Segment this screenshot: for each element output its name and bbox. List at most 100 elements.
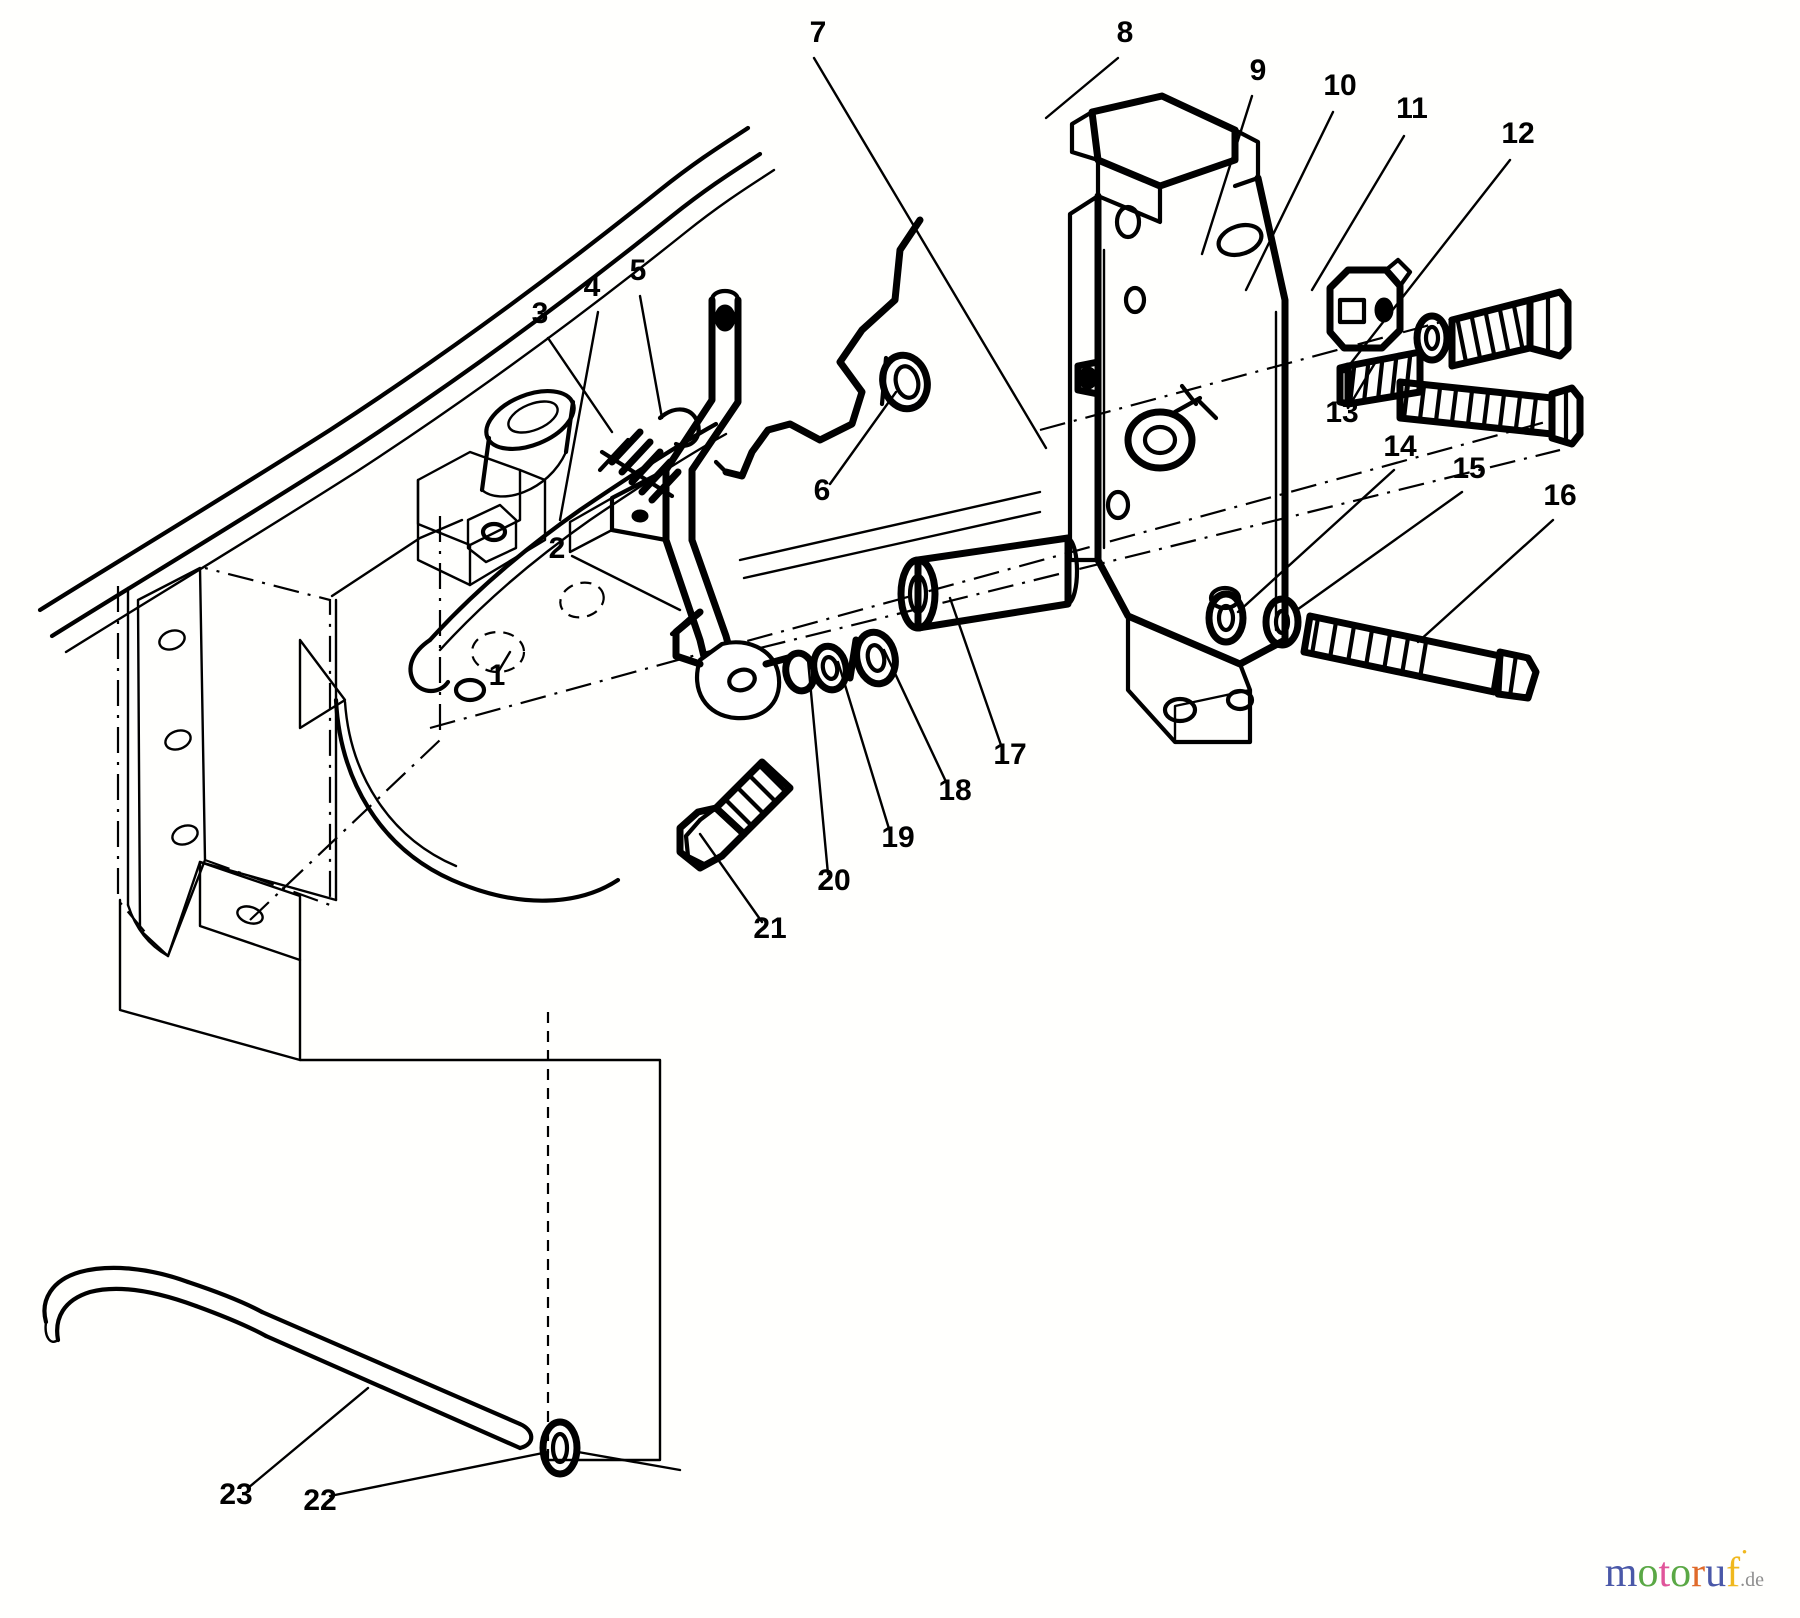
spring-13-endcap bbox=[1336, 362, 1352, 408]
tube-17-body bbox=[914, 534, 1072, 632]
deck-pivot-hole bbox=[453, 677, 487, 703]
bracket-boss-spoke-3 bbox=[1179, 383, 1199, 407]
bushing-19-bore bbox=[820, 655, 840, 681]
handle-shaft-bottom bbox=[263, 1333, 523, 1451]
bolt-21-threads bbox=[723, 763, 789, 829]
bushing-18-bore bbox=[865, 643, 887, 673]
deck-mount-plate bbox=[136, 566, 207, 958]
washer-10-bore bbox=[1423, 324, 1441, 352]
pin-20-head bbox=[782, 649, 818, 695]
bolt-16-head bbox=[1494, 648, 1540, 702]
leader-4 bbox=[558, 310, 600, 522]
logo-letter-t: t bbox=[1658, 1550, 1671, 1596]
centerline-housing bbox=[249, 739, 441, 921]
housing-boss-base bbox=[480, 450, 568, 498]
tube-17-end-right bbox=[1065, 535, 1079, 607]
lever-arm-upper-right bbox=[688, 296, 742, 544]
motoruf-watermark-logo: motoruf•.de bbox=[1604, 1546, 1764, 1596]
deck-left-wall bbox=[116, 586, 151, 939]
lever-pivot-bore bbox=[727, 667, 757, 693]
bracket-plate-left-edge bbox=[1067, 193, 1101, 563]
bracket-hole-e bbox=[1162, 696, 1198, 724]
lever-flange bbox=[609, 467, 669, 543]
leader-11 bbox=[1310, 134, 1406, 292]
bushing-18 bbox=[846, 628, 899, 688]
leader-3 bbox=[546, 336, 614, 434]
deck-hole-2 bbox=[164, 729, 192, 751]
logo-letter-f-glyph: f bbox=[1726, 1550, 1741, 1596]
lock-washer-15 bbox=[1262, 595, 1302, 649]
mower-deck-assembly bbox=[37, 125, 776, 1062]
lever-pivot-hub bbox=[694, 640, 782, 721]
lever-flange-face bbox=[568, 496, 614, 554]
handle-bend-upper bbox=[185, 1279, 265, 1315]
callout-5: 5 bbox=[630, 254, 647, 287]
washer-15-bore bbox=[1273, 608, 1291, 636]
logo-tld: .de bbox=[1740, 1569, 1764, 1591]
callout-10: 10 bbox=[1323, 69, 1356, 102]
callout-13: 13 bbox=[1325, 396, 1358, 429]
hex-bolt-16 bbox=[1300, 612, 1540, 702]
handle-shaft-top bbox=[259, 1309, 523, 1427]
bushing-18-outer bbox=[853, 628, 899, 688]
callout-8: 8 bbox=[1117, 16, 1134, 49]
logo-letter-r: r bbox=[1691, 1550, 1706, 1596]
compression-spring-13 bbox=[1336, 348, 1424, 408]
callout-7: 7 bbox=[810, 16, 827, 49]
deck-shroud bbox=[333, 697, 621, 903]
callout-20: 20 bbox=[817, 864, 850, 897]
washer-22-axis bbox=[576, 1450, 682, 1472]
logo-letter-m: m bbox=[1604, 1550, 1638, 1596]
leader-8 bbox=[1044, 56, 1120, 120]
control-rod bbox=[427, 421, 719, 643]
callout-15: 15 bbox=[1452, 452, 1485, 485]
leader-21 bbox=[698, 832, 764, 924]
callout-11: 11 bbox=[1396, 92, 1428, 125]
hex-bolt-21 bbox=[676, 758, 794, 872]
washer-15-outer bbox=[1262, 595, 1302, 649]
leader-22 bbox=[328, 1450, 550, 1498]
deck-shroud-lip bbox=[198, 860, 338, 902]
bracket-top-flange bbox=[1088, 92, 1239, 190]
bracket-boss-spoke-2 bbox=[1195, 397, 1219, 421]
spring-13-coils bbox=[1347, 354, 1413, 407]
lever-tab-edge bbox=[669, 615, 693, 637]
control-rod-and-spring bbox=[408, 407, 728, 694]
clip-hole bbox=[1374, 297, 1394, 323]
callout-leader-lines bbox=[246, 56, 1555, 1498]
tube-17-end-left bbox=[897, 556, 939, 632]
logo-letter-o2: o bbox=[1670, 1550, 1692, 1596]
pin-20-body bbox=[762, 654, 792, 668]
logo-letter-u: u bbox=[1705, 1550, 1727, 1596]
torsion-rod-wire bbox=[713, 216, 924, 480]
bracket-left-tab-hole bbox=[1078, 366, 1098, 390]
bushing-side bbox=[879, 355, 889, 407]
pivot-bushing-phantom-2 bbox=[559, 581, 605, 619]
lever-link-arm bbox=[738, 490, 1042, 562]
leader-5 bbox=[638, 294, 664, 420]
screw-11 bbox=[1448, 288, 1572, 370]
leader-13 bbox=[1346, 356, 1380, 410]
callout-16: 16 bbox=[1543, 479, 1576, 512]
leader-15 bbox=[1292, 490, 1464, 614]
bushing-bore bbox=[893, 364, 921, 400]
handle-reference-box bbox=[298, 1058, 662, 1462]
tube-17-bore-left bbox=[907, 573, 929, 615]
callout-23: 23 bbox=[219, 1478, 252, 1511]
bolt-16-shank bbox=[1300, 612, 1504, 696]
bolt-21-head-face bbox=[683, 817, 707, 867]
bracket-main-plate bbox=[1094, 174, 1289, 668]
housing-boss-bore bbox=[507, 400, 559, 434]
bolt-21-head-edge2 bbox=[719, 831, 747, 859]
deck-left-flange bbox=[126, 903, 170, 958]
lock-washer-10 bbox=[1413, 312, 1451, 364]
housing-boss-wall-r bbox=[563, 399, 576, 455]
bracket-hole-f bbox=[1225, 688, 1255, 712]
washer-22-bore bbox=[550, 1431, 570, 1465]
handle-rail-lower bbox=[49, 151, 763, 639]
lever-top-hole bbox=[714, 304, 736, 332]
callout-3: 3 bbox=[532, 297, 549, 330]
leader-6 bbox=[828, 390, 898, 486]
centerline-lower bbox=[759, 448, 1561, 650]
